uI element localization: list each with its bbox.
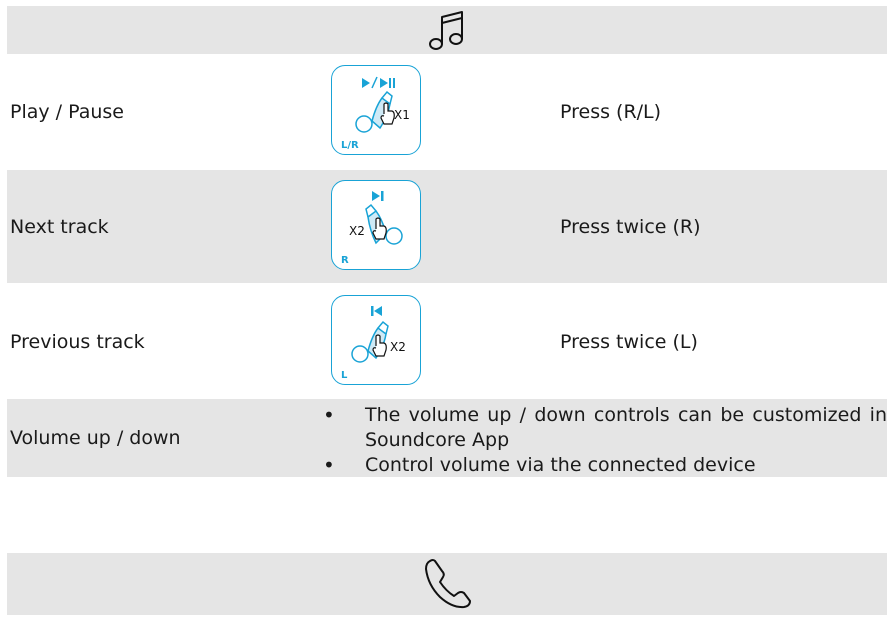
earbud-side-label: R [341, 255, 349, 266]
phone-icon [425, 559, 471, 609]
tap-count: X2 [349, 224, 365, 238]
list-item: Control volume via the connected device [317, 453, 887, 478]
earbud-side-label: L [341, 370, 348, 381]
action-label: Press twice (L) [560, 331, 698, 353]
control-row-play-pause: Play / Pause X1 L/R Press (R/L) [7, 60, 887, 165]
tap-count: X2 [390, 340, 406, 354]
music-note-icon [429, 11, 463, 50]
earbud-side-label: L/R [341, 140, 359, 151]
earbud-tap-diagram [365, 191, 403, 245]
gesture-illustration-previous-track: X2 L [331, 295, 421, 385]
function-label: Next track [10, 216, 109, 238]
function-label: Volume up / down [10, 427, 181, 449]
volume-notes-list: The volume up / down controls can be cus… [317, 403, 887, 478]
control-row-previous-track: Previous track X2 L Press twice (L) [7, 288, 887, 393]
function-label: Play / Pause [10, 101, 124, 123]
earbud-tap-diagram [351, 306, 389, 363]
control-row-volume: Volume up / down The volume up / down co… [7, 399, 887, 478]
function-label: Previous track [10, 331, 145, 353]
earbud-tap-diagram [355, 76, 395, 133]
call-section-header [7, 553, 887, 615]
action-label: Press twice (R) [560, 216, 701, 238]
tap-count: X1 [394, 108, 410, 122]
gesture-illustration-play-pause: X1 L/R [331, 65, 421, 155]
list-item: The volume up / down controls can be cus… [317, 403, 887, 453]
action-label: Press (R/L) [560, 101, 662, 123]
music-section-header [7, 6, 887, 54]
gesture-illustration-next-track: X2 R [331, 180, 421, 270]
control-row-next-track: Next track X2 R Press twice (R) [7, 170, 887, 283]
